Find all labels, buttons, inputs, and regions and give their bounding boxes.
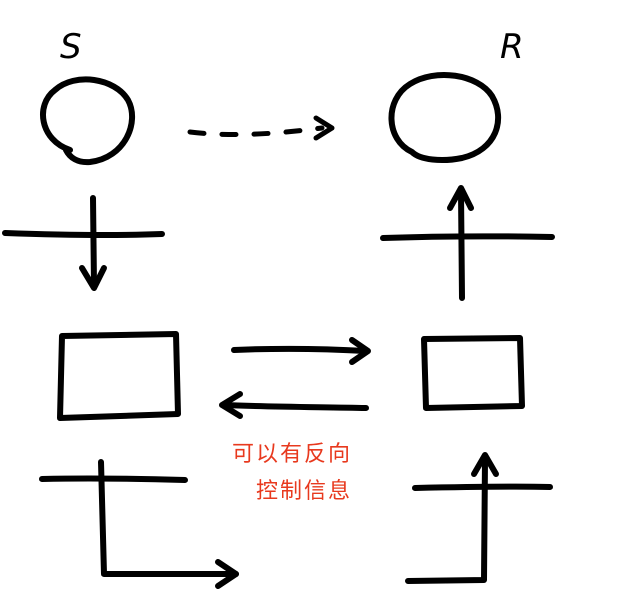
sender-bottom-separator	[39, 475, 188, 483]
sender-label: S	[60, 27, 82, 67]
logical-dashed-arrow	[187, 115, 335, 141]
sender-box	[57, 331, 181, 421]
receiver-circle	[388, 71, 502, 163]
annotation-line-1: 可以有反向	[232, 442, 353, 467]
receiver-layer-separator	[380, 233, 555, 241]
receiver-path-from-physical	[405, 452, 499, 584]
sender-layer-separator	[2, 230, 165, 239]
annotation-line-2: 控制信息	[256, 479, 353, 504]
sender-down-arrow	[79, 195, 107, 291]
reverse-arrow	[219, 391, 369, 419]
sender-circle	[40, 76, 136, 166]
receiver-box	[421, 335, 525, 411]
forward-arrow	[231, 337, 371, 365]
receiver-label: R	[500, 27, 524, 67]
sender-path-to-physical	[98, 459, 239, 589]
receiver-up-arrow	[447, 185, 474, 301]
